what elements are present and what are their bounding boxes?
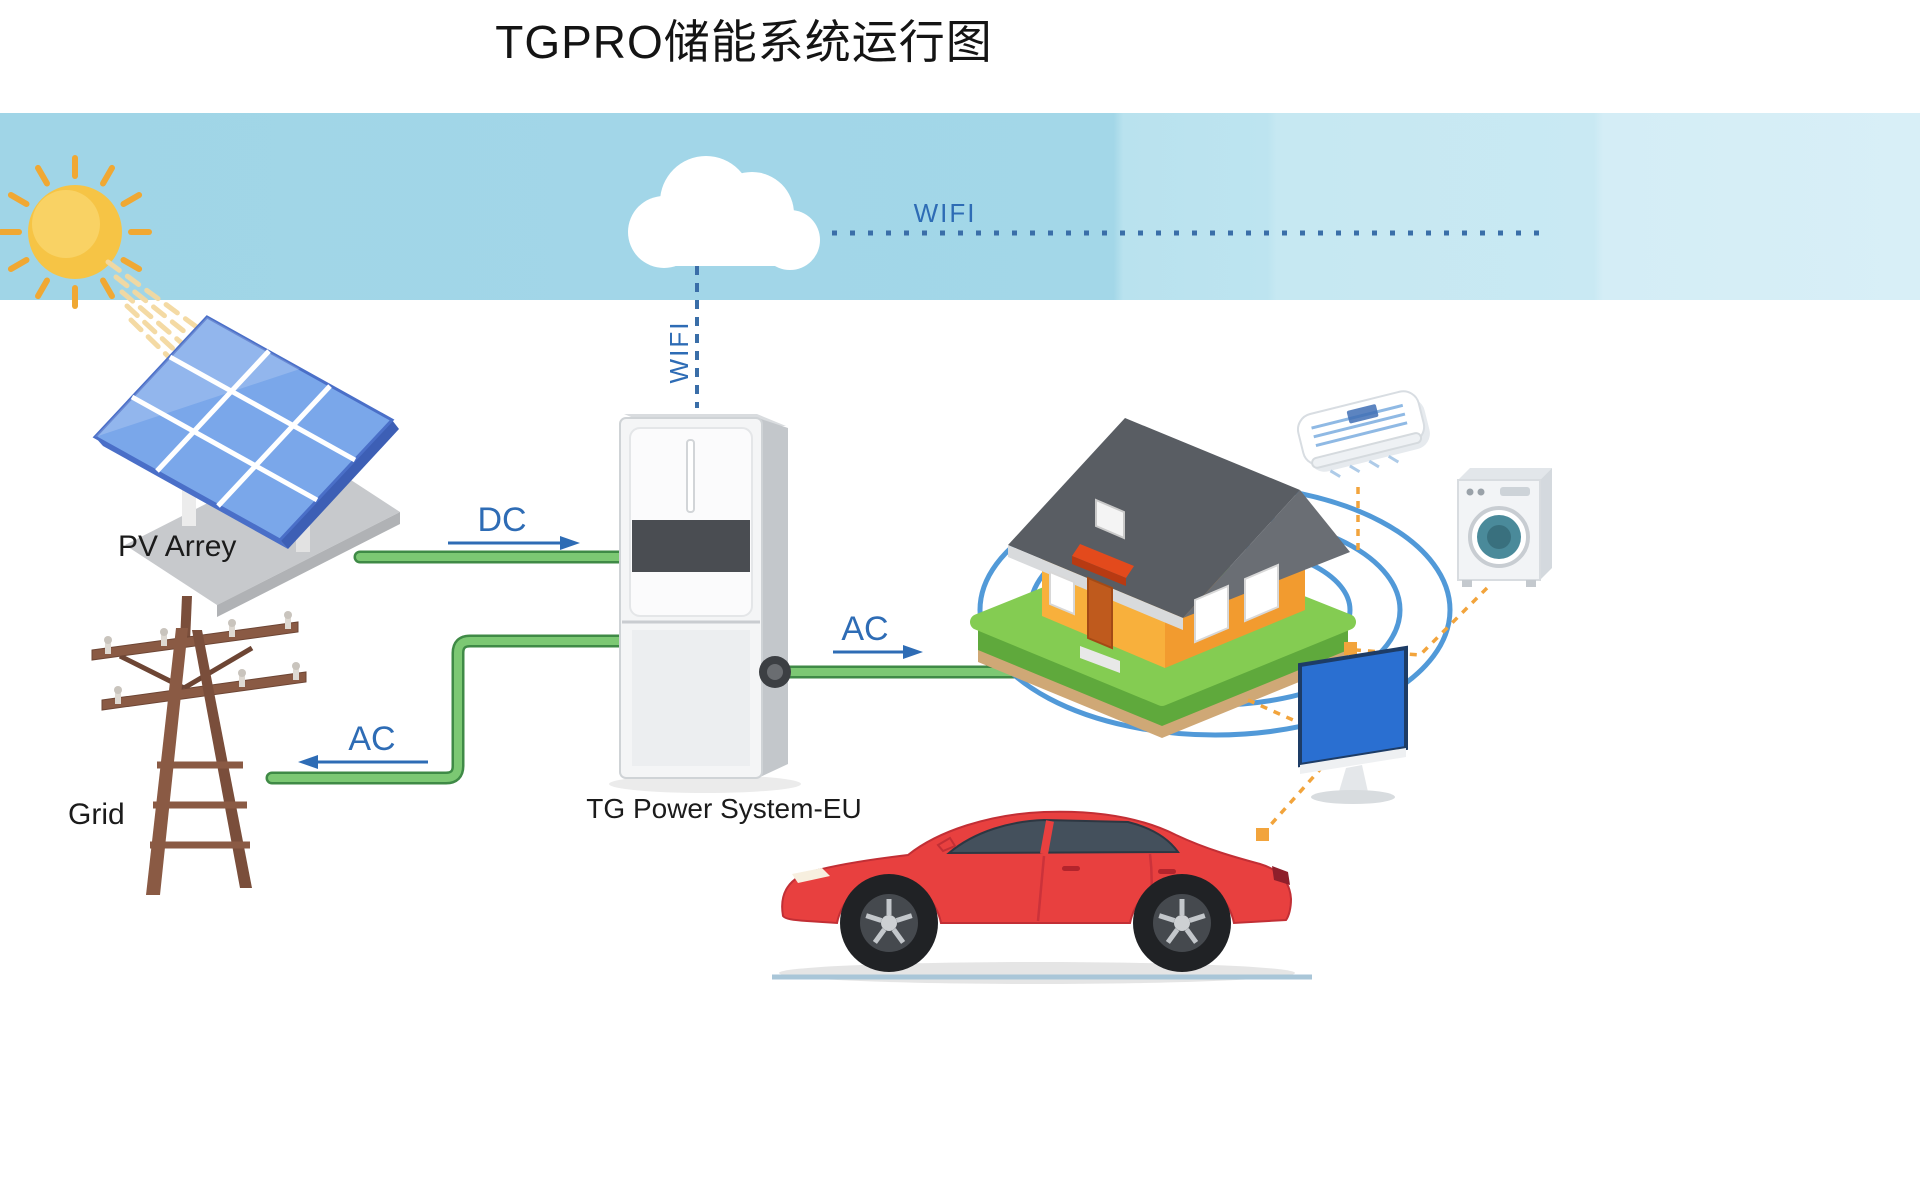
side-mirror [936,836,957,853]
ac-house-flow-arrow [833,645,923,659]
ac-grid-flow-label: AC [348,720,395,758]
cloud-icon [628,156,820,270]
inverter-label: TG Power System-EU [586,793,861,824]
car-windows [946,818,1180,855]
ac-grid-wire [265,634,647,785]
wifi-label-inverter: WIFI [664,321,694,384]
pv-label: PV Arrey [118,530,236,563]
page-title: TGPRO储能系统运行图 [495,16,993,68]
electric-car-icon [772,810,1312,984]
ac-grid-flow-arrow [298,755,428,769]
ac-house-flow-label: AC [841,610,888,648]
dc-flow-label: DC [477,501,526,539]
dc-flow-arrow [448,536,580,550]
taillight [1272,866,1290,885]
rear-wheel [1133,874,1231,972]
house-icon [970,418,1356,738]
sky-band [0,113,1920,300]
tv-icon [1298,645,1408,804]
link-node-car [1256,828,1269,841]
washing-machine-icon [1457,468,1552,587]
sun-icon [0,155,152,309]
solar-panel-icon [92,315,400,617]
utility-pole-icon [91,596,307,895]
wifi-label-cloud: WIFI [914,198,977,228]
front-wheel [840,874,938,972]
link-node-house [1344,642,1357,655]
headlight [792,868,830,883]
grid-label: Grid [68,798,125,831]
inverter-icon [609,414,801,793]
air-conditioner-icon [1296,390,1430,478]
